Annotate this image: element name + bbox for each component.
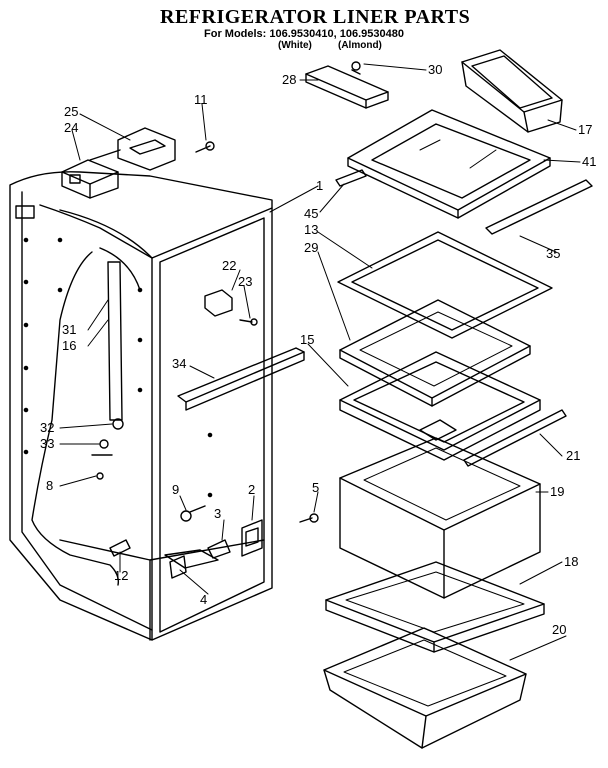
callout-20: 20: [552, 622, 566, 637]
header: REFRIGERATOR LINER PARTS For Models: 106…: [0, 0, 608, 60]
callout-12: 12: [114, 568, 128, 583]
callout-3: 3: [214, 506, 221, 521]
callout-19: 19: [550, 484, 564, 499]
cover-frame-15: [339, 351, 541, 461]
callout-28: 28: [282, 72, 296, 87]
shelf-frame-13: [337, 231, 553, 339]
callout-13: 13: [304, 222, 318, 237]
part-9: [180, 505, 206, 522]
callout-30: 30: [428, 62, 442, 77]
variant-white-label: (White): [278, 40, 312, 51]
callout-18: 18: [564, 554, 578, 569]
callout-34: 34: [172, 356, 186, 371]
meat-pan-20: [323, 627, 527, 749]
cabinet-liner: [9, 171, 273, 641]
callout-labels: 25 24 11 28 30 17 41 1 45 13 29 35 22 23…: [40, 62, 596, 637]
callout-24: 24: [64, 120, 78, 135]
rail-35: [485, 179, 593, 235]
callout-21: 21: [566, 448, 580, 463]
callout-45: 45: [304, 206, 318, 221]
rail-28: [305, 61, 389, 109]
model-numbers: For Models: 106.9530410, 106.9530480: [204, 28, 404, 40]
trim-45: [335, 169, 367, 187]
callout-4: 4: [200, 592, 207, 607]
callout-17: 17: [578, 122, 592, 137]
callout-32: 32: [40, 420, 54, 435]
part-12: [109, 539, 131, 557]
callout-23: 23: [238, 274, 252, 289]
callout-35: 35: [546, 246, 560, 261]
callout-31: 31: [62, 322, 76, 337]
rail-34: [177, 347, 305, 411]
small-parts-left: [91, 418, 124, 480]
screw-11: [195, 141, 215, 153]
crisper-drawer-19: [339, 437, 541, 599]
callout-16: 16: [62, 338, 76, 353]
callout-11: 11: [194, 92, 208, 107]
callout-15: 15: [300, 332, 314, 347]
glass-shelf-41: [347, 109, 551, 219]
callout-25: 25: [64, 104, 78, 119]
bracket-22: [204, 289, 258, 326]
callout-9: 9: [172, 482, 179, 497]
callout-2: 2: [248, 482, 255, 497]
variant-almond-label: (Almond): [338, 40, 382, 51]
rail-21: [463, 409, 567, 467]
lower-hardware: [169, 513, 319, 579]
callout-41: 41: [582, 154, 596, 169]
door-bin-17: [461, 49, 563, 133]
callout-29: 29: [304, 240, 318, 255]
callout-33: 33: [40, 436, 54, 451]
page-title: REFRIGERATOR LINER PARTS: [160, 6, 471, 28]
crisper-cover-18: [325, 561, 545, 653]
callout-22: 22: [222, 258, 236, 273]
callout-5: 5: [312, 480, 319, 495]
leader-lines: [59, 63, 581, 661]
callout-8: 8: [46, 478, 53, 493]
control-housing: [61, 127, 176, 199]
callout-1: 1: [316, 178, 323, 193]
